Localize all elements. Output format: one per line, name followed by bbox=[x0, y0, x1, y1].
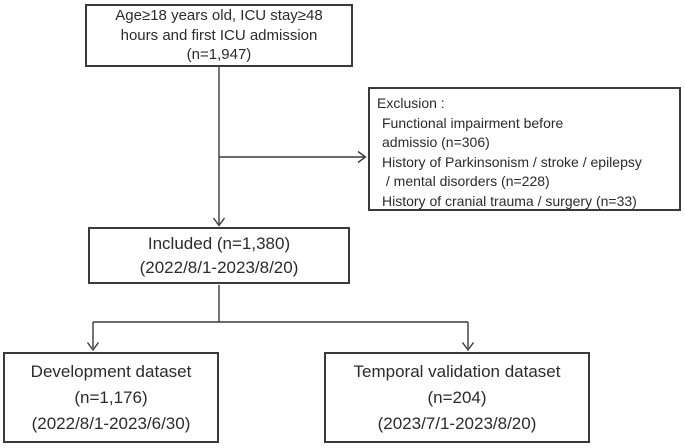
development-count: (n=1,176) bbox=[74, 388, 148, 407]
included-box: Included (n=1,380) (2022/8/1-2023/8/20) bbox=[88, 227, 350, 284]
exclusion-item: / mental disorders (n=228) bbox=[382, 173, 550, 190]
development-date-range: (2022/8/1-2023/6/30) bbox=[31, 414, 191, 433]
development-dataset-box: Development dataset (n=1,176) (2022/8/1-… bbox=[3, 352, 219, 443]
development-title: Development dataset bbox=[30, 362, 192, 381]
exclusion-box: Exclusion : Functional impairment before… bbox=[368, 87, 681, 211]
eligibility-line-1: Age≥18 years old, ICU stay≥48 bbox=[115, 7, 323, 24]
arrow-top-to-included-head bbox=[212, 217, 226, 227]
eligibility-box: Age≥18 years old, ICU stay≥48 hours and … bbox=[85, 4, 353, 67]
split-connector bbox=[92, 285, 469, 348]
included-count: Included (n=1,380) bbox=[147, 234, 291, 253]
exclusion-item: admissio (n=306) bbox=[382, 134, 490, 151]
exclusion-title: Exclusion : bbox=[377, 95, 445, 111]
exclusion-item: History of cranial trauma / surgery (n=3… bbox=[382, 192, 637, 209]
temporal-title: Temporal validation dataset bbox=[353, 362, 561, 381]
arrow-to-exclusion-head bbox=[357, 150, 367, 164]
temporal-date-range: (2023/7/1-2023/8/20) bbox=[377, 414, 537, 433]
temporal-validation-box: Temporal validation dataset (n=204) (202… bbox=[324, 352, 590, 443]
arrow-to-development-head bbox=[86, 342, 100, 352]
exclusion-item: History of Parkinsonism / stroke / epile… bbox=[382, 153, 642, 170]
eligibility-line-2: hours and first ICU admission bbox=[120, 26, 318, 44]
included-date-range: (2022/8/1-2023/8/20) bbox=[139, 258, 299, 277]
eligibility-count: (n=1,947) bbox=[186, 46, 252, 64]
exclusion-item: Functional impairment before bbox=[382, 114, 564, 131]
arrow-to-temporal-head bbox=[461, 342, 475, 352]
temporal-count: (n=204) bbox=[427, 388, 487, 407]
